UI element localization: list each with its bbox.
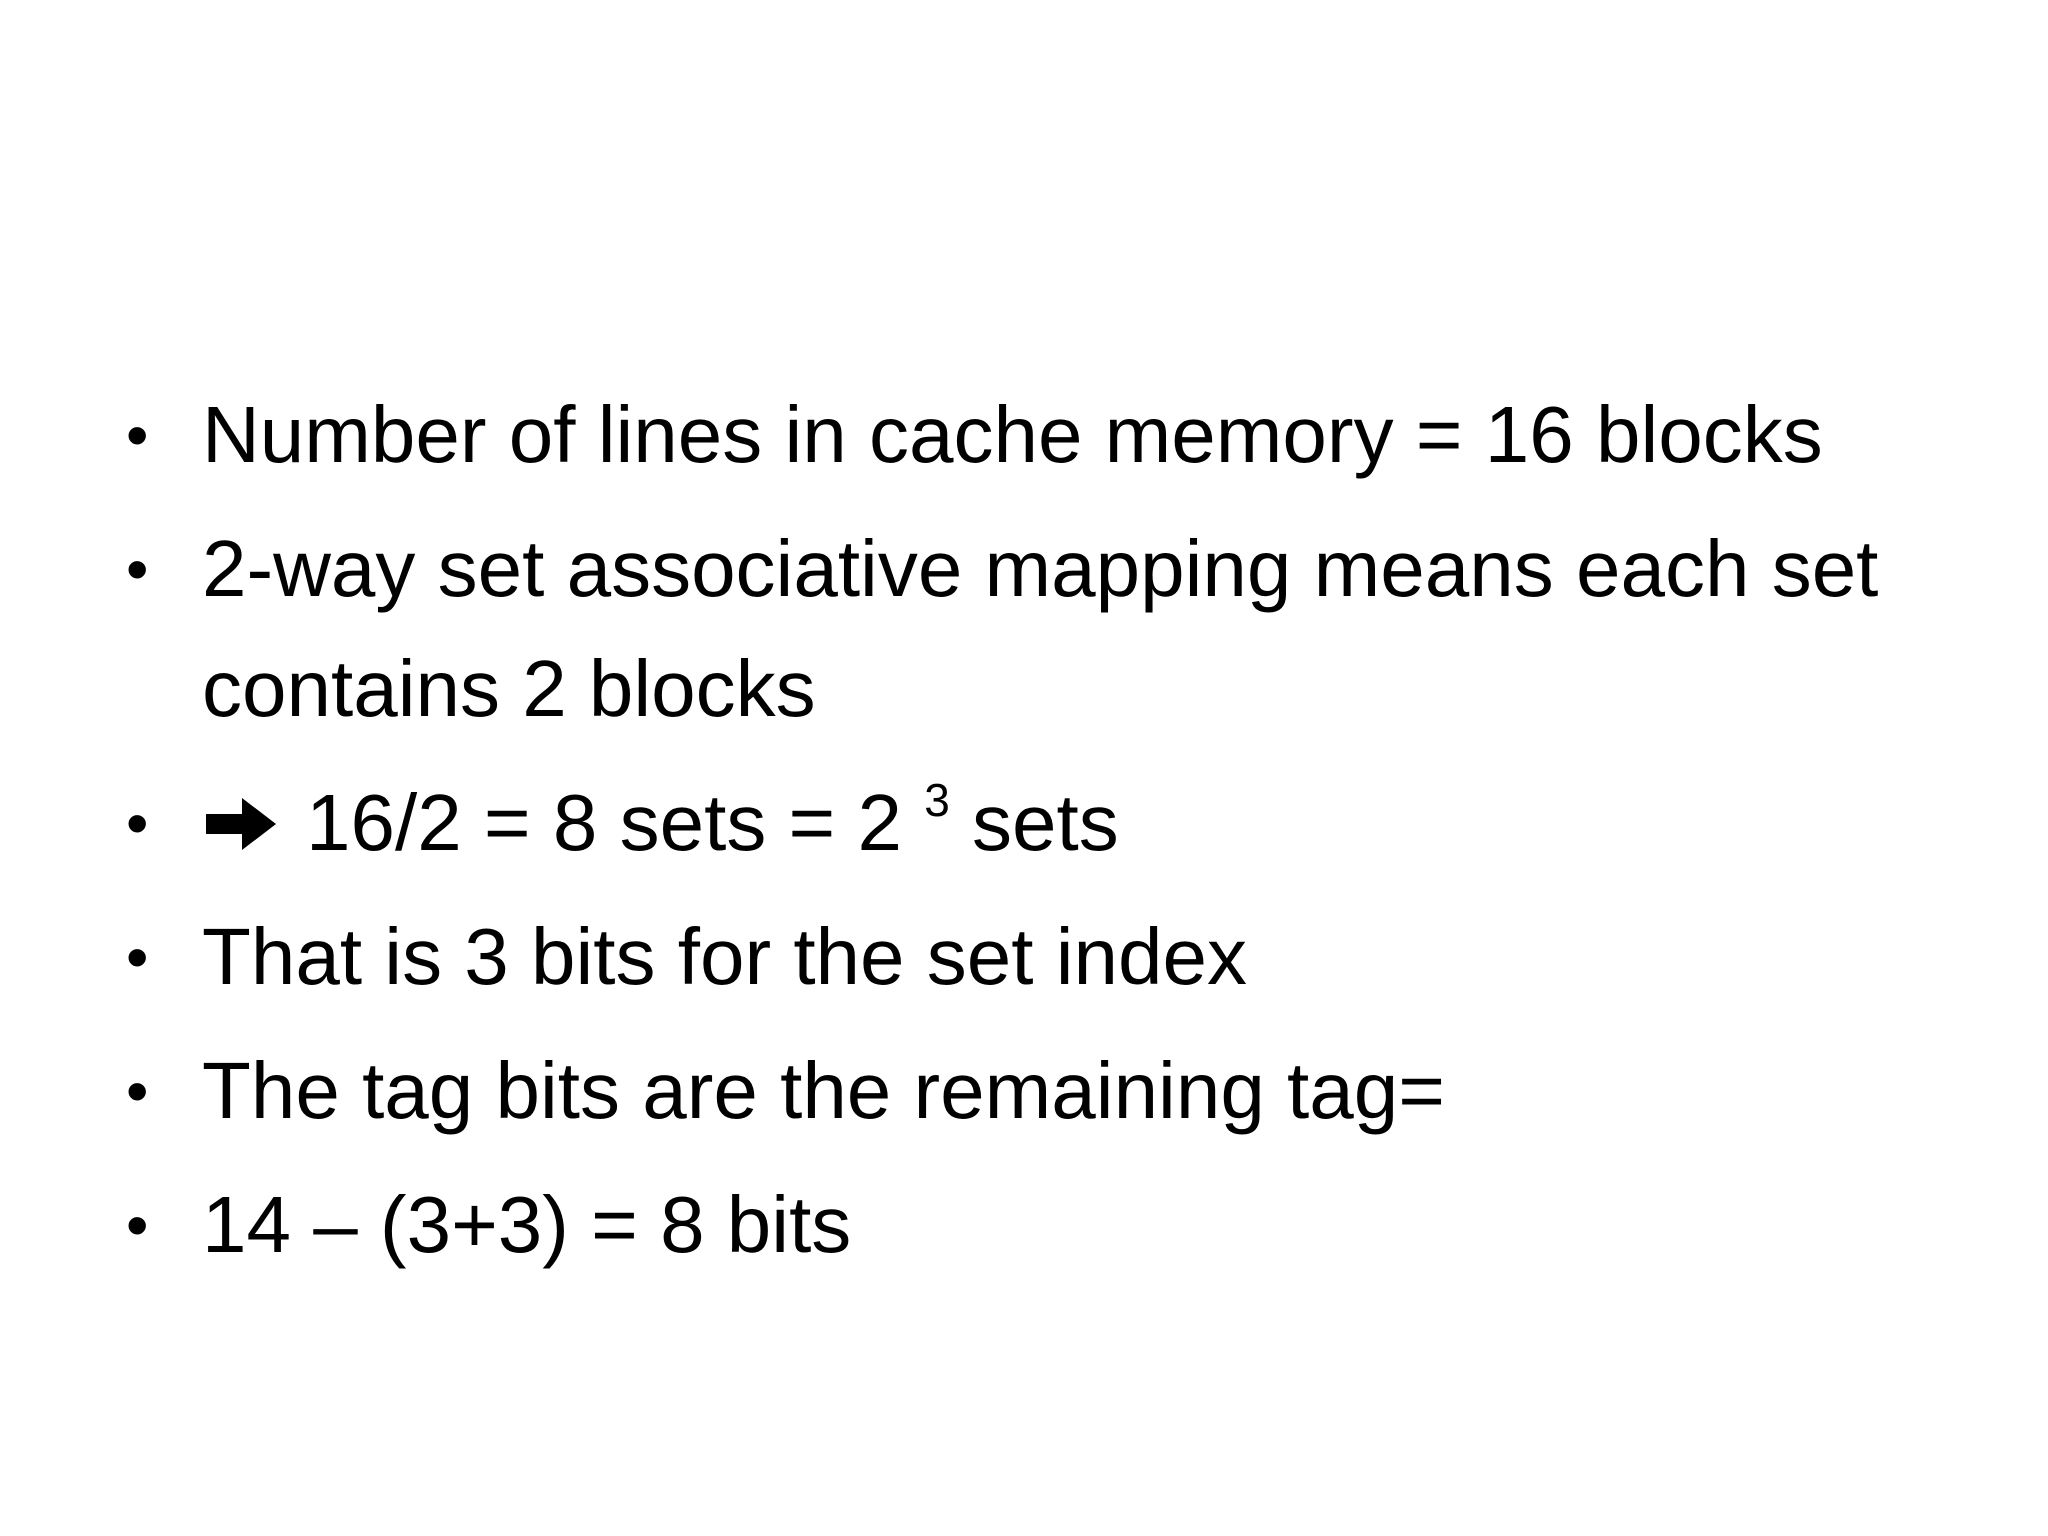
bullet-dot: •	[126, 787, 149, 859]
exponent: 3	[924, 774, 950, 826]
bullet-item-sets: • 16/2 = 8 sets = 2 3 sets	[120, 763, 1970, 883]
bullet-dot: •	[126, 1055, 149, 1127]
sets-equation-suffix: sets	[949, 778, 1119, 867]
bullet-text: 14 – (3+3) = 8 bits	[202, 1180, 852, 1269]
bullet-dot: •	[126, 399, 149, 471]
bullet-text: 2-way set associative mapping means each…	[202, 524, 1879, 733]
bullet-text: That is 3 bits for the set index	[202, 912, 1247, 1001]
right-arrow-icon	[206, 798, 276, 850]
bullet-item-set-index: • That is 3 bits for the set index	[120, 897, 1970, 1017]
bullet-text: Number of lines in cache memory = 16 blo…	[202, 390, 1823, 479]
bullet-dot: •	[126, 533, 149, 605]
bullet-item-lines: • Number of lines in cache memory = 16 b…	[120, 375, 1970, 495]
bullet-item-two-way: • 2-way set associative mapping means ea…	[120, 509, 1970, 749]
bullet-item-tag-calc: • 14 – (3+3) = 8 bits	[120, 1165, 1970, 1285]
bullet-dot: •	[126, 921, 149, 993]
bullet-item-tag-bits: • The tag bits are the remaining tag=	[120, 1031, 1970, 1151]
sets-equation-text: 16/2 = 8 sets = 2	[306, 778, 925, 867]
bullet-dot: •	[126, 1189, 149, 1261]
bullet-text: The tag bits are the remaining tag=	[202, 1046, 1445, 1135]
bullet-list: • Number of lines in cache memory = 16 b…	[120, 375, 1970, 1299]
